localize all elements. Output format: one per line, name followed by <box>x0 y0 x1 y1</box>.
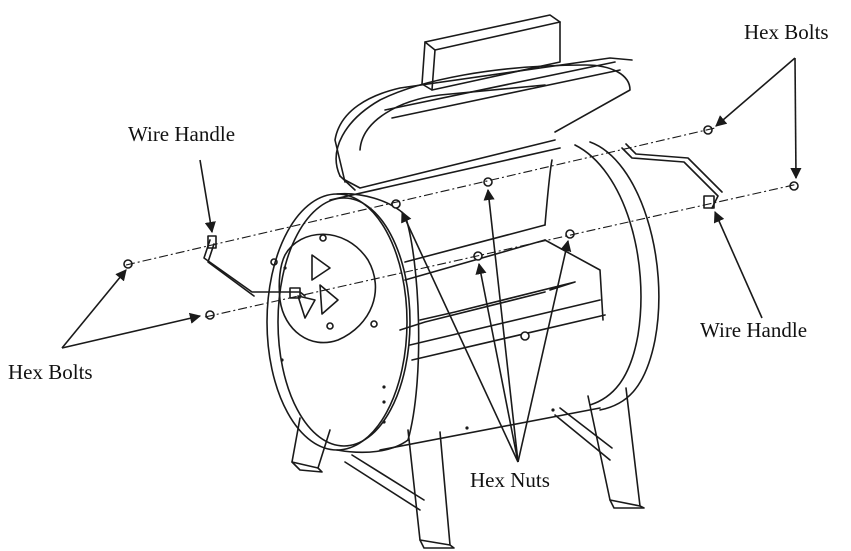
assembly-lines <box>125 127 799 318</box>
lid <box>334 57 633 191</box>
label-wire-handle-left: Wire Handle <box>128 122 236 146</box>
wire-handle-left <box>203 235 306 299</box>
detail-holes <box>280 266 555 430</box>
wire-handle-right <box>621 143 723 209</box>
end-cap <box>266 192 420 454</box>
fasteners <box>123 125 799 341</box>
leader-arrows <box>61 57 802 463</box>
label-wire-handle-right: Wire Handle <box>700 318 808 342</box>
label-hex-bolts-left: Hex Bolts <box>8 360 93 384</box>
air-damper <box>270 233 378 344</box>
label-hex-nuts: Hex Nuts <box>470 468 550 492</box>
lid-handle <box>421 14 561 91</box>
label-hex-bolts-top-right: Hex Bolts <box>744 20 829 44</box>
barrel-interior <box>399 159 606 361</box>
barrel-body <box>329 141 660 451</box>
legs <box>291 387 645 549</box>
